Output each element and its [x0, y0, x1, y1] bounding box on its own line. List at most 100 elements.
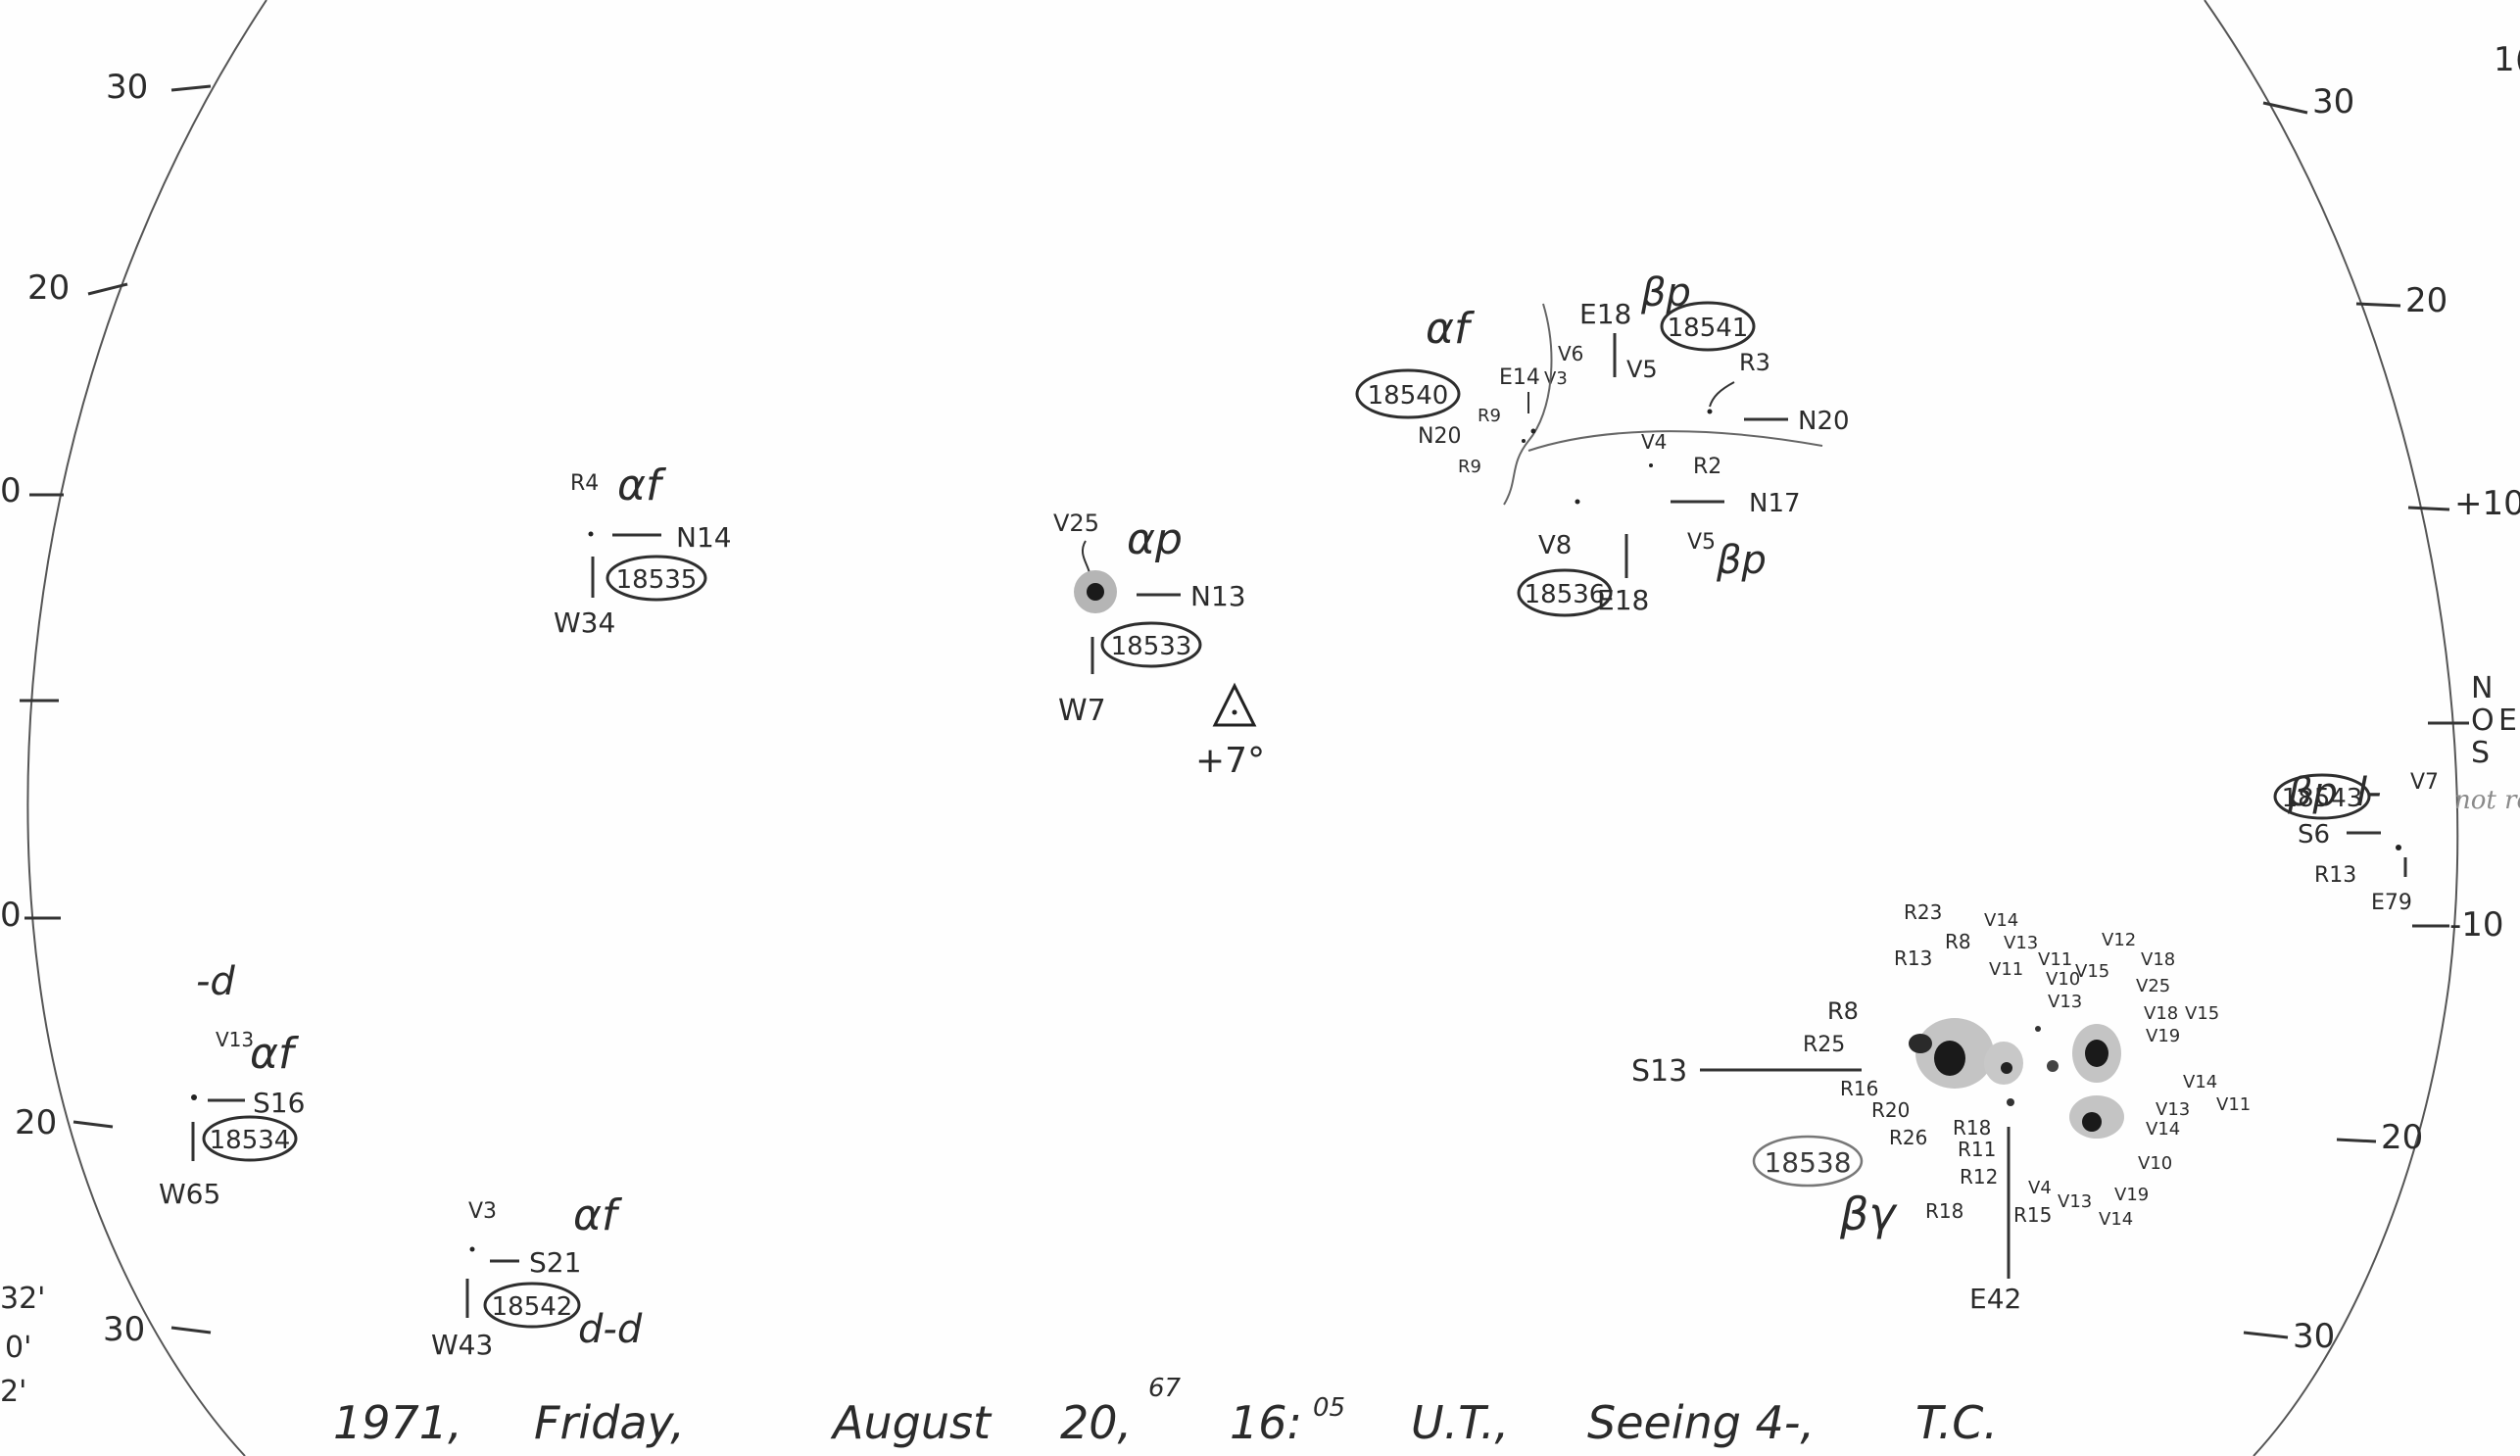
note-v15a: V15	[2075, 961, 2109, 982]
note-v25: V25	[2136, 976, 2170, 996]
note-r26: R26	[1889, 1126, 1927, 1149]
note-r23: R23	[1904, 900, 1942, 924]
region-18543-id: 18543	[2282, 784, 2363, 813]
right-label-top-partial: 1(	[2494, 40, 2520, 79]
compass-s: S	[2471, 736, 2490, 770]
region-18542-note-v3: V3	[468, 1199, 497, 1224]
note-r18b: R18	[1925, 1199, 1963, 1223]
note-v13b: V13	[2048, 992, 2082, 1012]
compass-n: N	[2471, 671, 2493, 705]
region-18533-class: αp	[1127, 514, 1183, 564]
right-label-20-top: 20	[2405, 281, 2447, 320]
note-v18b: V18	[2144, 1003, 2178, 1024]
region-18536-note-v5: V5	[1687, 530, 1716, 555]
note-r20: R20	[1871, 1098, 1910, 1122]
note-v14d: V14	[2099, 1209, 2133, 1230]
region-18538-id: 18538	[1764, 1146, 1851, 1179]
note-v13c: V13	[2156, 1099, 2190, 1120]
region-cluster-north-east: αf 18540 E14 N20 R9 R9 V3 V6 E18 βp 1854…	[1355, 270, 1850, 617]
caption-seeing: Seeing 4-,	[1587, 1396, 1815, 1449]
region-18543-lat: S6	[2298, 820, 2330, 849]
note-v10a: V10	[2046, 969, 2080, 990]
inclination-marker: +7°	[1195, 682, 1265, 781]
region-18536-class: βp	[1716, 538, 1767, 583]
margin-note-3: 2'	[0, 1375, 26, 1409]
region-18534: -d V13 αf S16 18534 W65	[159, 959, 305, 1210]
left-latitude-ticks	[20, 84, 212, 1335]
region-18543: βp l- 18543 V7 S6 R13 E79 not returned	[2273, 770, 2520, 915]
region-18535-lon: W34	[554, 607, 615, 639]
region-18533-lat: N13	[1190, 580, 1246, 612]
region-18536-lon: E18	[1597, 584, 1649, 616]
caption-day: Friday,	[534, 1396, 685, 1449]
caption-ut: U.T.,	[1411, 1396, 1509, 1449]
region-18540-note-v6: V6	[1558, 342, 1583, 365]
right-label-30-top: 30	[2312, 82, 2354, 121]
caption-time-superscript: 05	[1313, 1393, 1345, 1423]
region-18542-lon: W43	[431, 1329, 493, 1361]
note-v10b: V10	[2138, 1153, 2172, 1174]
region-18541-note-r3: R3	[1739, 349, 1770, 376]
region-18535-id: 18535	[616, 565, 698, 595]
note-v14c: V14	[2146, 1119, 2180, 1140]
left-label-30-top: 30	[106, 68, 148, 107]
region-18536-note-r2: R2	[1693, 455, 1721, 479]
region-18540-id: 18540	[1368, 381, 1449, 411]
note-v14a: V14	[1984, 910, 2018, 931]
note-v15b: V15	[2185, 1003, 2219, 1024]
compass-labels: N O E S	[2471, 671, 2517, 770]
region-18542-note-dd: d-d	[578, 1307, 643, 1352]
region-18542-class: αf	[573, 1190, 623, 1240]
region-18543-note-v7: V7	[2410, 770, 2439, 795]
note-r25: R25	[1803, 1033, 1845, 1057]
inclination-label: +7°	[1195, 741, 1265, 781]
caption-date-superscript: 67	[1148, 1374, 1182, 1403]
region-18534-note-d: -d	[196, 959, 235, 1004]
region-18534-note-v13: V13	[216, 1028, 254, 1051]
note-v14b: V14	[2183, 1072, 2217, 1092]
note-r13: R13	[1894, 946, 1932, 970]
caption-time: 16:	[1230, 1396, 1302, 1449]
right-label-30-bottom: 30	[2293, 1317, 2335, 1356]
sunspot-umbra	[1087, 583, 1104, 601]
caption-month: August	[830, 1396, 993, 1449]
observation-caption: 1971, Friday, August 20, 67 16: 05 U.T.,…	[333, 1374, 1998, 1449]
compass-o: O	[2471, 704, 2495, 738]
region-18538-lat: S13	[1631, 1054, 1687, 1089]
region-18538-lon: E42	[1969, 1283, 2021, 1315]
region-18533: V25 αp N13 18533 W7	[1053, 510, 1246, 728]
solar-limb-right	[2204, 0, 2459, 1456]
right-label-20-bottom: 20	[2381, 1118, 2423, 1157]
sunspot-umbra	[1934, 1041, 1965, 1076]
region-18541-lat: N20	[1798, 407, 1850, 436]
region-18535: R4 αf N14 18535 W34	[554, 461, 732, 639]
note-v11c: V11	[2216, 1094, 2251, 1115]
region-18534-id: 18534	[210, 1126, 291, 1155]
region-18540-note-r9b: R9	[1458, 457, 1481, 477]
caption-observer: T.C.	[1915, 1396, 1998, 1449]
region-18535-class: αf	[617, 461, 667, 510]
note-v19b: V19	[2114, 1185, 2149, 1205]
region-18540-note-v3: V3	[1544, 368, 1568, 389]
note-v4: V4	[2028, 1178, 2052, 1198]
region-18534-lon: W65	[159, 1178, 220, 1210]
region-18538-class: βγ	[1839, 1188, 1898, 1240]
region-18536-note-v8: V8	[1538, 531, 1572, 560]
note-r12: R12	[1960, 1165, 1998, 1189]
caption-date: 20,	[1060, 1396, 1132, 1449]
left-label-30-bottom: 30	[103, 1310, 145, 1349]
region-18536-lat: N17	[1749, 489, 1801, 518]
margin-note-1: 32'	[0, 1282, 45, 1316]
region-18535-lat: N14	[676, 521, 732, 554]
region-18543-note-r13: R13	[2314, 863, 2356, 888]
region-18536-note-v4: V4	[1641, 430, 1667, 454]
left-label-10-bottom: 0	[0, 896, 22, 935]
region-18533-lon: W7	[1058, 694, 1106, 728]
right-label-10-bottom: -10	[2449, 905, 2504, 945]
region-18535-note: R4	[570, 471, 599, 496]
note-v13a: V13	[2004, 933, 2038, 953]
region-18534-lat: S16	[253, 1087, 305, 1119]
note-v13d: V13	[2058, 1191, 2092, 1212]
